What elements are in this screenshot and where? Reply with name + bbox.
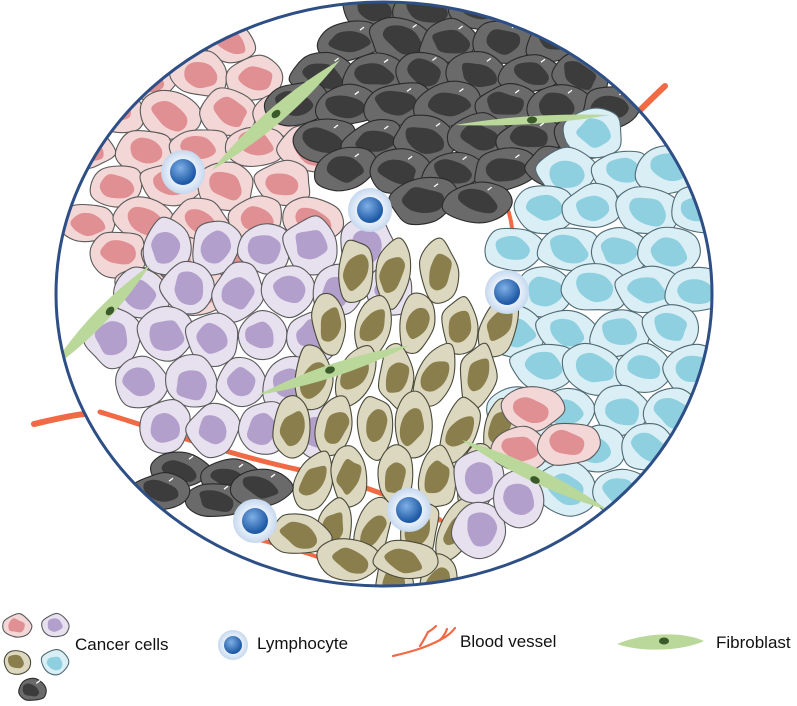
blue-cancer-cell [509, 343, 577, 392]
lymphocyte [485, 270, 529, 314]
blue-cancer-cell [561, 342, 624, 397]
pink-cancer-cell [199, 87, 257, 136]
purple-cancer-cell [165, 354, 218, 408]
dark-cancer-cell [472, 20, 535, 64]
fibroblast-layer [56, 60, 610, 510]
fibroblast-icon [617, 634, 704, 650]
pink-cancer-cell [2, 613, 33, 638]
fibroblast [258, 345, 410, 395]
dark-cancer-cell [316, 20, 382, 63]
olive-cancer-cell [418, 237, 460, 304]
olive-cancer-cell [459, 342, 498, 410]
dark-cancer-cell [474, 147, 539, 192]
fibroblast [56, 265, 150, 370]
dark-cancer-cell [441, 181, 513, 224]
blood-vessel-icon [391, 624, 457, 658]
pink-cancer-cell [114, 129, 172, 174]
purple-cancer-cell [192, 220, 243, 276]
purple-cancer-cell [136, 305, 195, 362]
blue-cancer-cell [615, 186, 681, 235]
blue-cancer-cell [40, 648, 70, 676]
olive-cancer-cell [311, 292, 347, 356]
lymphocyte [161, 150, 205, 194]
legend-fibroblast-label: Fibroblast [716, 633, 791, 652]
purple-cancer-cell [215, 356, 267, 408]
purple-cancer-cell [493, 470, 545, 529]
blue-cancer-cell [671, 184, 712, 234]
blue-cancer-cell [561, 182, 621, 229]
olive-cancer-cell [330, 445, 368, 508]
lymphocyte [348, 188, 392, 232]
lymphocyte-icon [218, 630, 248, 660]
olive-cancer-cell [3, 650, 32, 675]
blue-cancer-cell [562, 107, 622, 159]
purple-cancer-cell [142, 216, 192, 276]
lymphocyte-layer [161, 150, 529, 543]
tissue-outline [54, 0, 714, 588]
purple-cancer-cell [453, 449, 505, 504]
legend-lymphocyte-label: Lymphocyte [257, 634, 349, 653]
dark-cancer-cell [229, 468, 294, 508]
purple-cancer-cell [41, 612, 70, 638]
blue-cancer-cell [615, 342, 672, 393]
blue-cancer-cell [614, 265, 683, 314]
pink-cancer-cell [253, 159, 311, 207]
lymphocyte [387, 488, 431, 532]
blue-cancer-cell [589, 309, 651, 358]
blue-cancer-cell [637, 226, 701, 278]
lymphocyte [233, 499, 277, 543]
legend [2, 612, 704, 701]
olive-cancer-cell [441, 296, 479, 355]
purple-cancer-cell [185, 402, 241, 459]
dark-cancer-cell [418, 17, 478, 63]
dark-cancer-cell [388, 176, 459, 226]
olive-cancer-cell [316, 538, 381, 582]
olive-cancer-cell [267, 513, 333, 554]
cancer-cell-layer [59, 2, 712, 586]
pink-cancer-cell [225, 54, 284, 101]
purple-cancer-cell [184, 312, 239, 368]
pink-cancer-cell [500, 386, 566, 432]
pink-cancer-cell [139, 89, 202, 140]
olive-cancer-cell [399, 292, 436, 354]
pink-cancer-cell [89, 231, 146, 279]
pink-cancer-cell [59, 203, 116, 243]
olive-cancer-cell [338, 239, 374, 303]
fibroblast [462, 440, 608, 510]
blue-cancer-cell [593, 384, 652, 437]
dark-cancer-cell [314, 83, 380, 128]
olive-cancer-cell [272, 395, 311, 459]
fibroblast [455, 114, 610, 126]
purple-cancer-cell [158, 260, 215, 315]
dark-cancer-cell [313, 146, 379, 192]
olive-cancer-cell [394, 390, 433, 459]
pink-cancer-cell [536, 422, 601, 466]
olive-cancer-cell [377, 343, 415, 411]
olive-cancer-cell [375, 237, 412, 310]
tissue-section [31, 0, 714, 588]
olive-cancer-cell [372, 539, 439, 580]
purple-cancer-cell [237, 310, 288, 361]
cancer-cell-icon [2, 612, 70, 701]
blue-cancer-cell [514, 266, 573, 318]
legend-blood-vessel-label: Blood vessel [460, 632, 557, 651]
blue-cancer-cell [560, 263, 629, 311]
olive-cancer-cell [356, 396, 394, 461]
dark-cancer-cell [18, 677, 47, 701]
fibroblast [212, 60, 340, 170]
blue-cancer-cell [484, 227, 545, 272]
purple-cancer-cell [282, 215, 338, 276]
purple-cancer-cell [237, 223, 291, 275]
olive-cancer-cell [412, 342, 456, 408]
olive-cancer-cell [417, 444, 457, 508]
legend-cancer-cells-label: Cancer cells [75, 635, 169, 654]
blue-cancer-cell [621, 423, 676, 472]
purple-cancer-cell [211, 261, 265, 323]
olive-cancer-cell [292, 450, 334, 511]
purple-cancer-cell [450, 501, 507, 560]
blue-cancer-cell [536, 227, 602, 272]
purple-cancer-cell [260, 265, 316, 319]
